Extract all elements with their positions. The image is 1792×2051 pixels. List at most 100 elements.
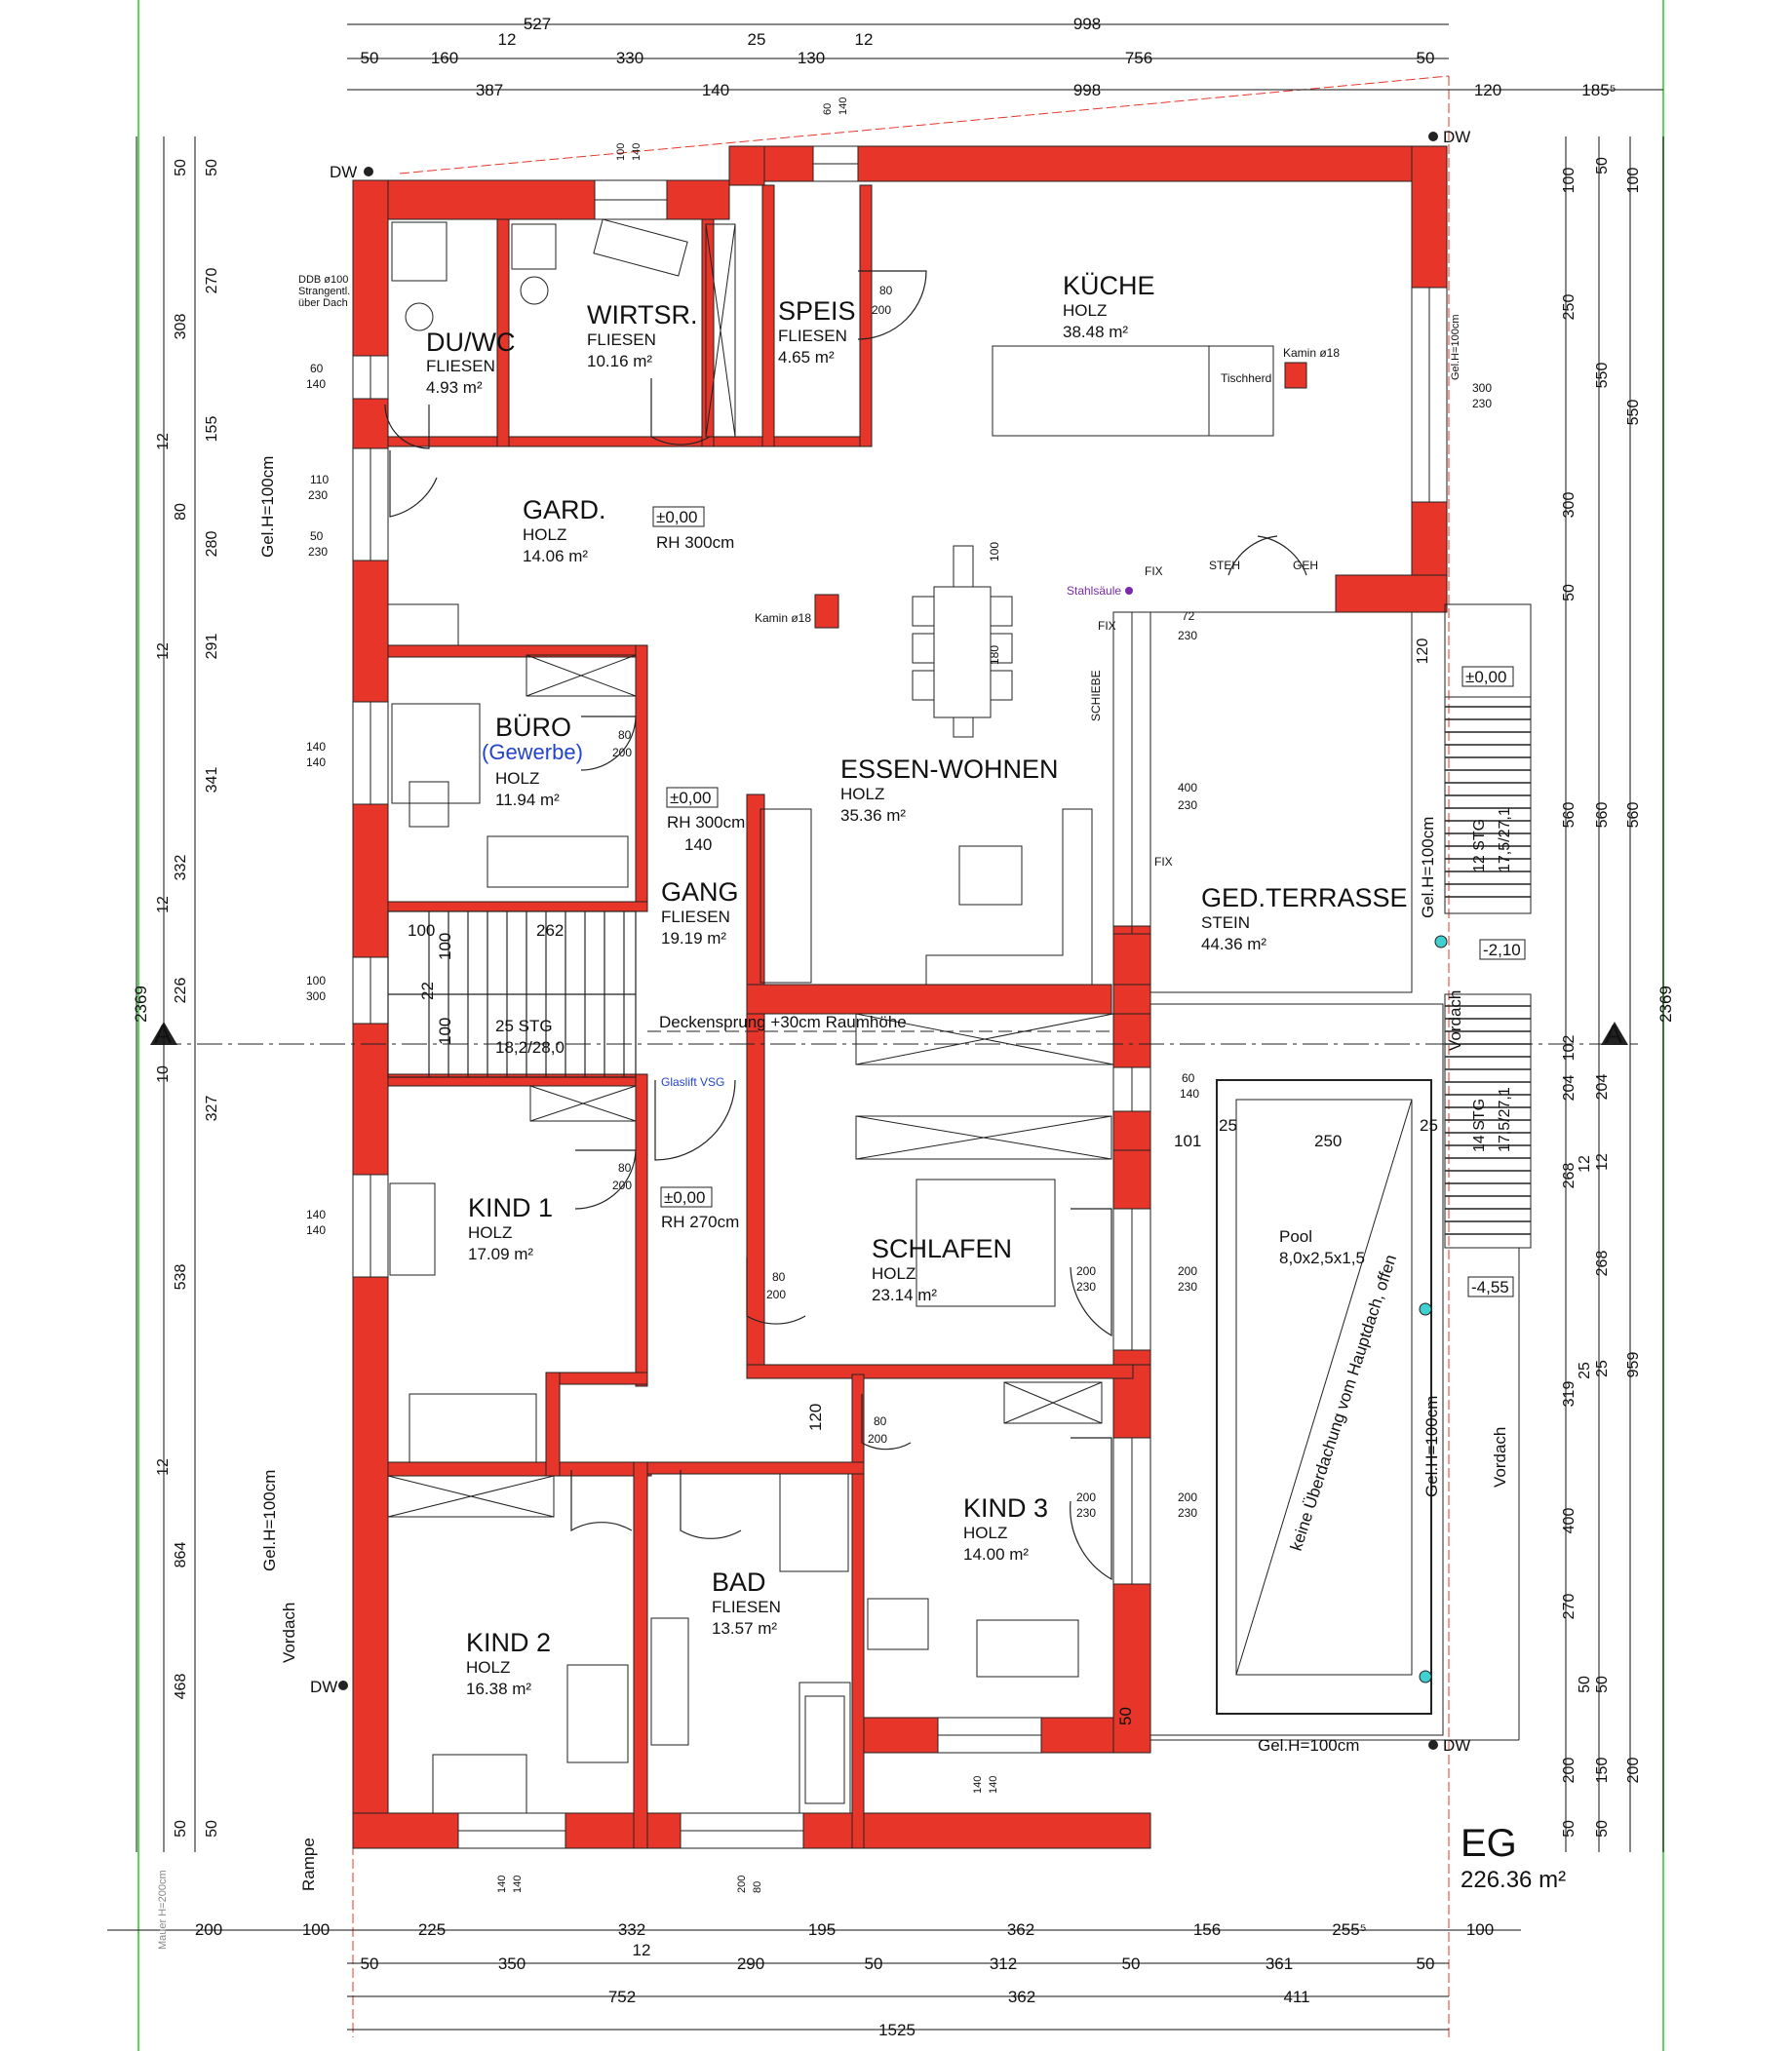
od-gang-a: 100 <box>306 974 326 987</box>
note-gel-right: Gel.H=100cm <box>1422 1396 1441 1497</box>
room-area: 23.14 m² <box>872 1286 937 1304</box>
room-area: 44.36 m² <box>1201 935 1266 953</box>
od-kind3d-a: 200 <box>1076 1490 1096 1504</box>
note-mauer: Mauer H=200cm <box>157 1870 169 1950</box>
note-geh: GEH <box>1293 559 1318 572</box>
od-gang-b: 300 <box>306 989 326 1003</box>
dw-mark-1: DW <box>330 163 357 181</box>
od-stair-100c: 100 <box>436 1018 454 1045</box>
dim-top1-0: 527 <box>524 15 551 33</box>
dim-right-c-1: 550 <box>1625 400 1642 426</box>
od-kueche-b: 230 <box>1472 397 1492 410</box>
room-area: 19.19 m² <box>661 929 726 948</box>
dim-right-a-6: 102 <box>1561 1035 1578 1062</box>
floor-code: EG <box>1461 1822 1517 1865</box>
od-duwc-b: 140 <box>306 377 326 391</box>
dim-bottom2-6: 361 <box>1266 1954 1293 1973</box>
room-name: BAD <box>712 1567 766 1597</box>
room-area: 14.00 m² <box>963 1545 1029 1564</box>
od-speis-door-a: 80 <box>879 284 893 297</box>
dim-right-b-0: 50 <box>1594 157 1611 174</box>
room-kind2: KIND 2 HOLZ 16.38 m² <box>466 1628 551 1698</box>
pool-size: 8,0x2,5x1,5 <box>1279 1249 1365 1267</box>
dim-bottom2-5: 50 <box>1122 1954 1141 1973</box>
note-fix-2: FIX <box>1098 619 1116 633</box>
level-kind1: ±0,00 <box>664 1188 705 1207</box>
dim-right-c-3: 959 <box>1625 1352 1642 1378</box>
note-vordach-right2: Vordach <box>1491 1427 1509 1488</box>
dim-top3-3: 120 <box>1474 81 1501 99</box>
od-schlafen1-a: 60 <box>1182 1071 1195 1085</box>
dim-right-a-5: 560 <box>1561 802 1578 829</box>
room-kueche: KÜCHE HOLZ 38.48 m² <box>1063 271 1155 341</box>
od-kind3-door-a: 80 <box>874 1414 887 1428</box>
note-ddb3: über Dach <box>298 297 348 309</box>
dim-bottom1-2: 225 <box>418 1920 446 1939</box>
dim-top2-5: 130 <box>798 49 825 67</box>
dim-top2-8: 50 <box>1417 49 1435 67</box>
walls <box>352 145 1448 1849</box>
opening-dims: 100 140 60 140 60 140 110 230 50 230 140… <box>306 97 1492 1893</box>
dims-left: 2369 50 308 12 80 12 332 12 226 10 538 1… <box>132 159 220 1838</box>
room-gard: GARD. HOLZ 14.06 m² <box>523 495 606 565</box>
dim-bottom1-0: 200 <box>195 1920 222 1939</box>
od-kind3s-b: 140 <box>988 1776 999 1794</box>
room-kind1: KIND 1 HOLZ 17.09 m² <box>468 1193 553 1263</box>
dim-top1-1: 998 <box>1073 15 1101 33</box>
dims-top: 527 998 50 160 12 330 25 130 12 756 50 3… <box>361 15 1617 99</box>
dim-right-b-1: 550 <box>1594 363 1611 389</box>
dim-right-b-3: 204 <box>1561 1075 1578 1102</box>
note-pool-roof: keine Überdachung vom Hauptdach, offen <box>1287 1253 1400 1553</box>
level-gard-rh: RH 300cm <box>656 533 734 552</box>
room-gang: GANG FLIESEN 19.19 m² <box>661 877 739 948</box>
dim-top2-1: 160 <box>431 49 458 67</box>
dim-left-b-6: 327 <box>204 1096 220 1122</box>
note-stahlsaeule: Stahlsäule <box>1067 584 1121 598</box>
od-gang-140: 140 <box>684 835 712 854</box>
note-stg-r2a: 14 STG <box>1471 1099 1488 1152</box>
dim-bottom3-1: 362 <box>1008 1988 1035 2006</box>
room-name: DU/WC <box>426 328 515 357</box>
dim-right-b-8: 50 <box>1561 1820 1578 1838</box>
room-name: SCHLAFEN <box>872 1234 1012 1263</box>
dim-right-outer: 2369 <box>1656 986 1675 1023</box>
property-line-top <box>399 75 1450 174</box>
dim-right-a-15: 50 <box>1594 1676 1611 1693</box>
room-material: FLIESEN <box>587 330 656 349</box>
room-material: HOLZ <box>872 1264 915 1283</box>
dim-right-a-0: 100 <box>1561 168 1578 194</box>
room-name: ESSEN-WOHNEN <box>840 755 1059 784</box>
room-material: HOLZ <box>1063 301 1107 320</box>
od-kind1-a: 140 <box>306 1208 326 1221</box>
room-schlafen: SCHLAFEN HOLZ 23.14 m² <box>872 1234 1012 1304</box>
room-area: 10.16 m² <box>587 352 652 370</box>
room-material: HOLZ <box>840 785 884 803</box>
note-tischherd: Tischherd <box>1221 371 1271 385</box>
dw-mark-3: DW <box>310 1678 337 1696</box>
dim-left-a-8: 10 <box>155 1065 172 1083</box>
od-wirtsr-b: 140 <box>631 143 643 161</box>
doors <box>384 270 1307 1581</box>
od-wirtsr-a: 100 <box>615 143 627 161</box>
note-stg-r1b: 17,5/27,1 <box>1497 807 1513 872</box>
room-area: 14.06 m² <box>523 547 588 565</box>
dim-left-a-7: 226 <box>173 978 189 1004</box>
od-gard1-b: 230 <box>308 488 328 502</box>
room-area: 16.38 m² <box>466 1680 531 1698</box>
dim-left-a-3: 80 <box>173 503 189 521</box>
dim-bottom1-9: 100 <box>1466 1920 1494 1939</box>
dim-bottom1-7: 156 <box>1193 1920 1221 1939</box>
od-kind1-door-b: 200 <box>612 1179 632 1192</box>
room-note: (Gewerbe) <box>482 740 583 764</box>
od-gard1-a: 110 <box>310 473 329 486</box>
room-material: HOLZ <box>523 525 566 544</box>
dim-top2-2: 12 <box>498 30 517 49</box>
od-speis-a: 60 <box>822 103 834 115</box>
od-essen-r-b: 230 <box>1178 798 1197 812</box>
od-speis-b: 140 <box>838 97 849 115</box>
dim-left-a-1: 308 <box>173 314 189 340</box>
room-material: FLIESEN <box>778 327 847 345</box>
room-speis: SPEIS FLIESEN 4.65 m² <box>778 296 856 367</box>
dim-bottom2-7: 50 <box>1417 1954 1435 1973</box>
